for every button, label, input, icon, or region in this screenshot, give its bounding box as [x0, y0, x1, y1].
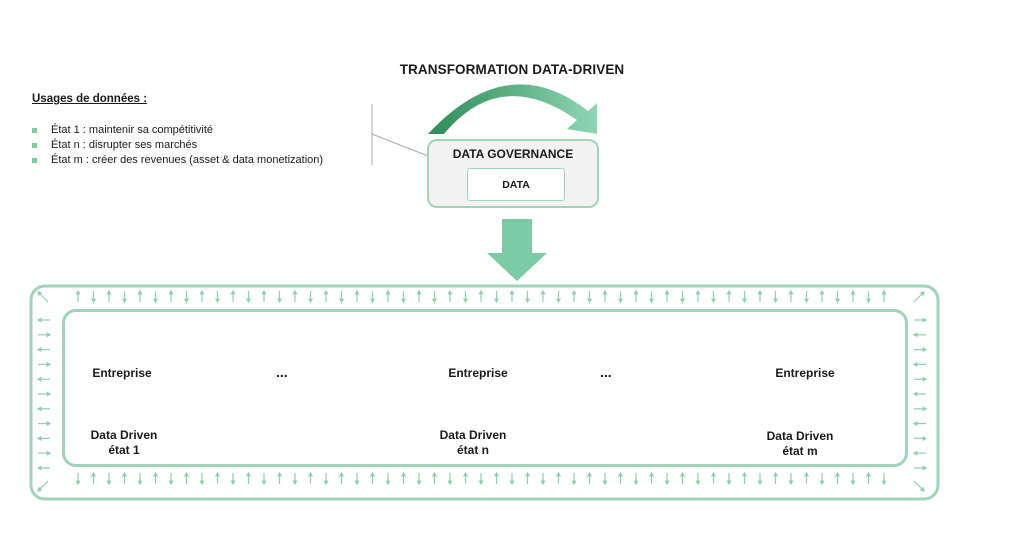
- state-label-line2: état m: [782, 444, 818, 458]
- usage-item: État n : disrupter ses marchés: [32, 138, 323, 153]
- state-label-3: Data Driven état m: [740, 429, 860, 459]
- state-label-1: Data Driven état 1: [64, 428, 184, 458]
- diagram-title: TRANSFORMATION DATA-DRIVEN: [399, 62, 625, 77]
- data-governance-label: DATA GOVERNANCE: [452, 147, 574, 161]
- usage-item: État m : créer des revenues (asset & dat…: [32, 153, 323, 168]
- data-box: DATA: [467, 168, 565, 201]
- state-label-line1: Data Driven: [439, 428, 507, 442]
- bullet-icon: [32, 143, 37, 148]
- state-label-line2: état 1: [108, 443, 140, 457]
- bullet-icon: [32, 158, 37, 163]
- usage-connector: [371, 104, 429, 165]
- bullet-icon: [32, 128, 37, 133]
- down-arrow: [487, 219, 547, 281]
- state-label-line1: Data Driven: [90, 428, 158, 442]
- usage-heading: Usages de données :: [32, 93, 148, 105]
- states-container: [62, 309, 908, 467]
- entreprise-label-1: Entreprise: [92, 366, 152, 380]
- entreprise-label-3: Entreprise: [775, 366, 835, 380]
- ellipsis-2: ...: [600, 364, 612, 380]
- state-label-2: Data Driven état n: [413, 428, 533, 458]
- usage-item: État 1 : maintenir sa compétitivité: [32, 123, 323, 138]
- data-governance-box: DATA GOVERNANCE DATA: [427, 139, 599, 208]
- ellipsis-1: ...: [276, 364, 288, 380]
- usage-list: État 1 : maintenir sa compétitivité État…: [32, 123, 323, 168]
- transformation-arrow: [428, 84, 597, 134]
- state-label-line2: état n: [456, 443, 489, 457]
- frame-arrows: [36, 289, 928, 492]
- state-label-line1: Data Driven: [766, 429, 834, 443]
- entreprise-label-2: Entreprise: [448, 366, 508, 380]
